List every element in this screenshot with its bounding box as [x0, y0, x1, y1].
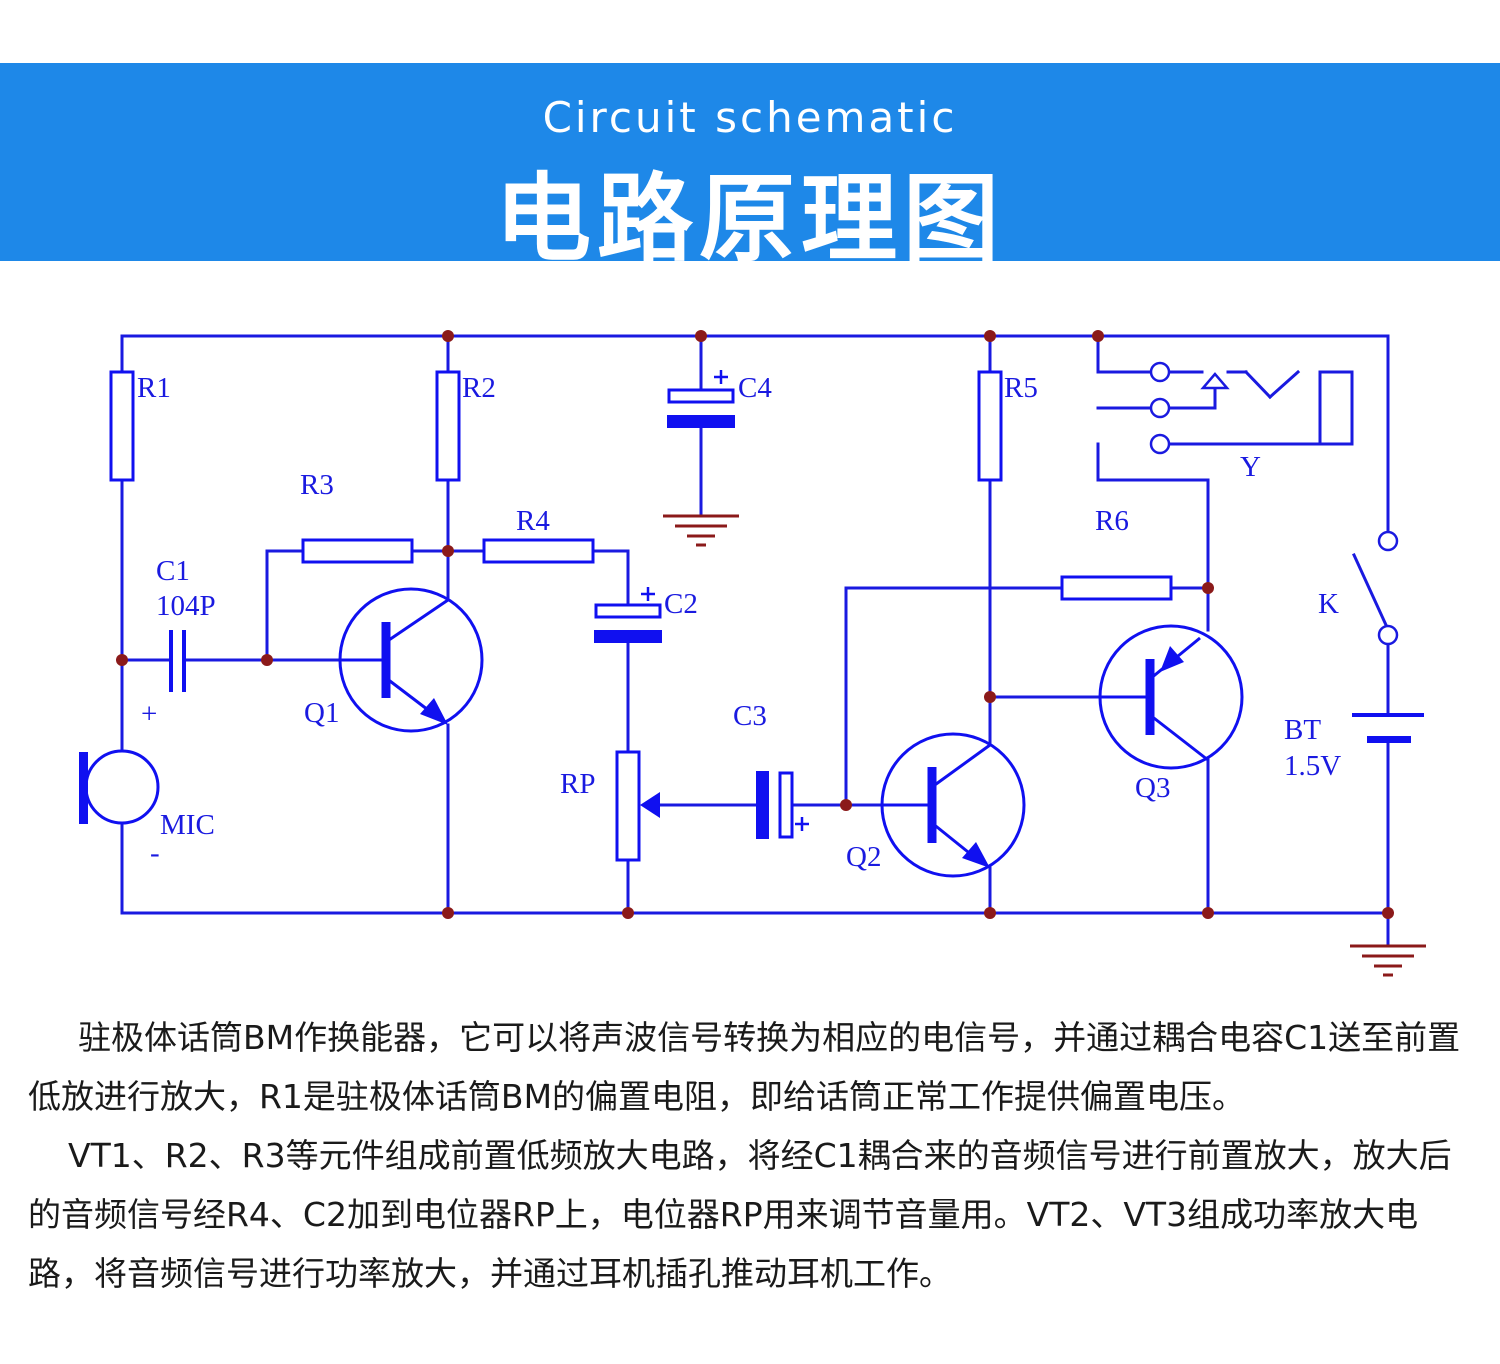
component-labels: R1 R2 R3 R4 R5 R6 C1 104P C2 C3 C4 Q1 Q2… [137, 372, 1341, 873]
jack-y-terminal-1 [1149, 361, 1171, 383]
label-c1-value: 104P [156, 590, 216, 622]
label-q2: Q2 [846, 841, 881, 873]
polarity-marks [641, 370, 809, 831]
jack-y-arrow [1200, 372, 1230, 390]
microphone-mic [79, 749, 160, 825]
junction-nodes [116, 330, 1394, 919]
label-mic-minus: - [150, 837, 160, 869]
capacitor-c3-plate-neg [756, 771, 769, 839]
header-banner: Circuit schematic 电路原理图 [0, 63, 1500, 275]
label-c1: C1 [156, 555, 190, 587]
potentiometer-wiper [640, 792, 660, 818]
capacitor-c1-plate-b [182, 630, 186, 692]
resistor-r6 [1060, 575, 1173, 601]
label-c2: C2 [664, 588, 698, 620]
ground-c4 [661, 514, 741, 547]
label-k: K [1318, 588, 1339, 620]
capacitor-c4-plate-neg [667, 415, 735, 428]
description-paragraph-1: 驻极体话筒BM作换能器，它可以将声波信号转换为相应的电信号，并通过耦合电容C1送… [28, 1018, 1461, 1116]
header-subtitle: Circuit schematic [542, 93, 958, 142]
label-bt: BT [1284, 714, 1321, 746]
resistor-r1 [109, 370, 135, 482]
label-bt-value: 1.5V [1284, 750, 1341, 782]
resistors [109, 370, 1173, 862]
capacitors [169, 388, 794, 839]
terminals [1149, 361, 1399, 646]
capacitor-c3-plate-pos [778, 771, 794, 839]
label-y: Y [1240, 451, 1261, 483]
transistor-q1 [338, 587, 484, 733]
label-mic-plus: + [141, 698, 157, 730]
description: 驻极体话筒BM作换能器，它可以将声波信号转换为相应的电信号，并通过耦合电容C1送… [28, 1008, 1472, 1303]
switch-k-terminal-bottom [1377, 624, 1399, 646]
label-q3: Q3 [1135, 772, 1170, 804]
label-r4: R4 [516, 505, 550, 537]
capacitor-c4-plate-pos [667, 388, 735, 404]
ground-main [1348, 944, 1428, 977]
transistor-q2 [880, 732, 1026, 878]
transistor-q3 [1098, 624, 1244, 770]
potentiometer-rp [615, 750, 641, 862]
label-c4: C4 [738, 372, 772, 404]
resistor-r3 [301, 538, 414, 564]
resistor-r2 [435, 370, 461, 482]
label-r2: R2 [462, 372, 496, 404]
label-r5: R5 [1004, 372, 1038, 404]
capacitor-c1-plate-a [169, 630, 173, 692]
label-q1: Q1 [304, 697, 339, 729]
resistor-r5 [977, 370, 1003, 482]
label-r1: R1 [137, 372, 171, 404]
label-r6: R6 [1095, 505, 1129, 537]
switch-k-terminal-top [1377, 530, 1399, 552]
label-mic: MIC [160, 809, 215, 841]
description-paragraph-2: VT1、R2、R3等元件组成前置低频放大电路，将经C1耦合来的音频信号进行前置放… [28, 1136, 1452, 1293]
battery-bt [1352, 713, 1424, 743]
label-rp: RP [560, 768, 595, 800]
label-c3: C3 [733, 700, 767, 732]
capacitor-c2-plate-pos [594, 603, 662, 619]
resistor-r4 [482, 538, 595, 564]
header-title: 电路原理图 [495, 163, 1005, 275]
label-r3: R3 [300, 469, 334, 501]
jack-y-terminal-3 [1149, 433, 1171, 455]
jack-y-terminal-2 [1149, 397, 1171, 419]
wires [120, 334, 1390, 946]
capacitor-c2-plate-neg [594, 630, 662, 643]
